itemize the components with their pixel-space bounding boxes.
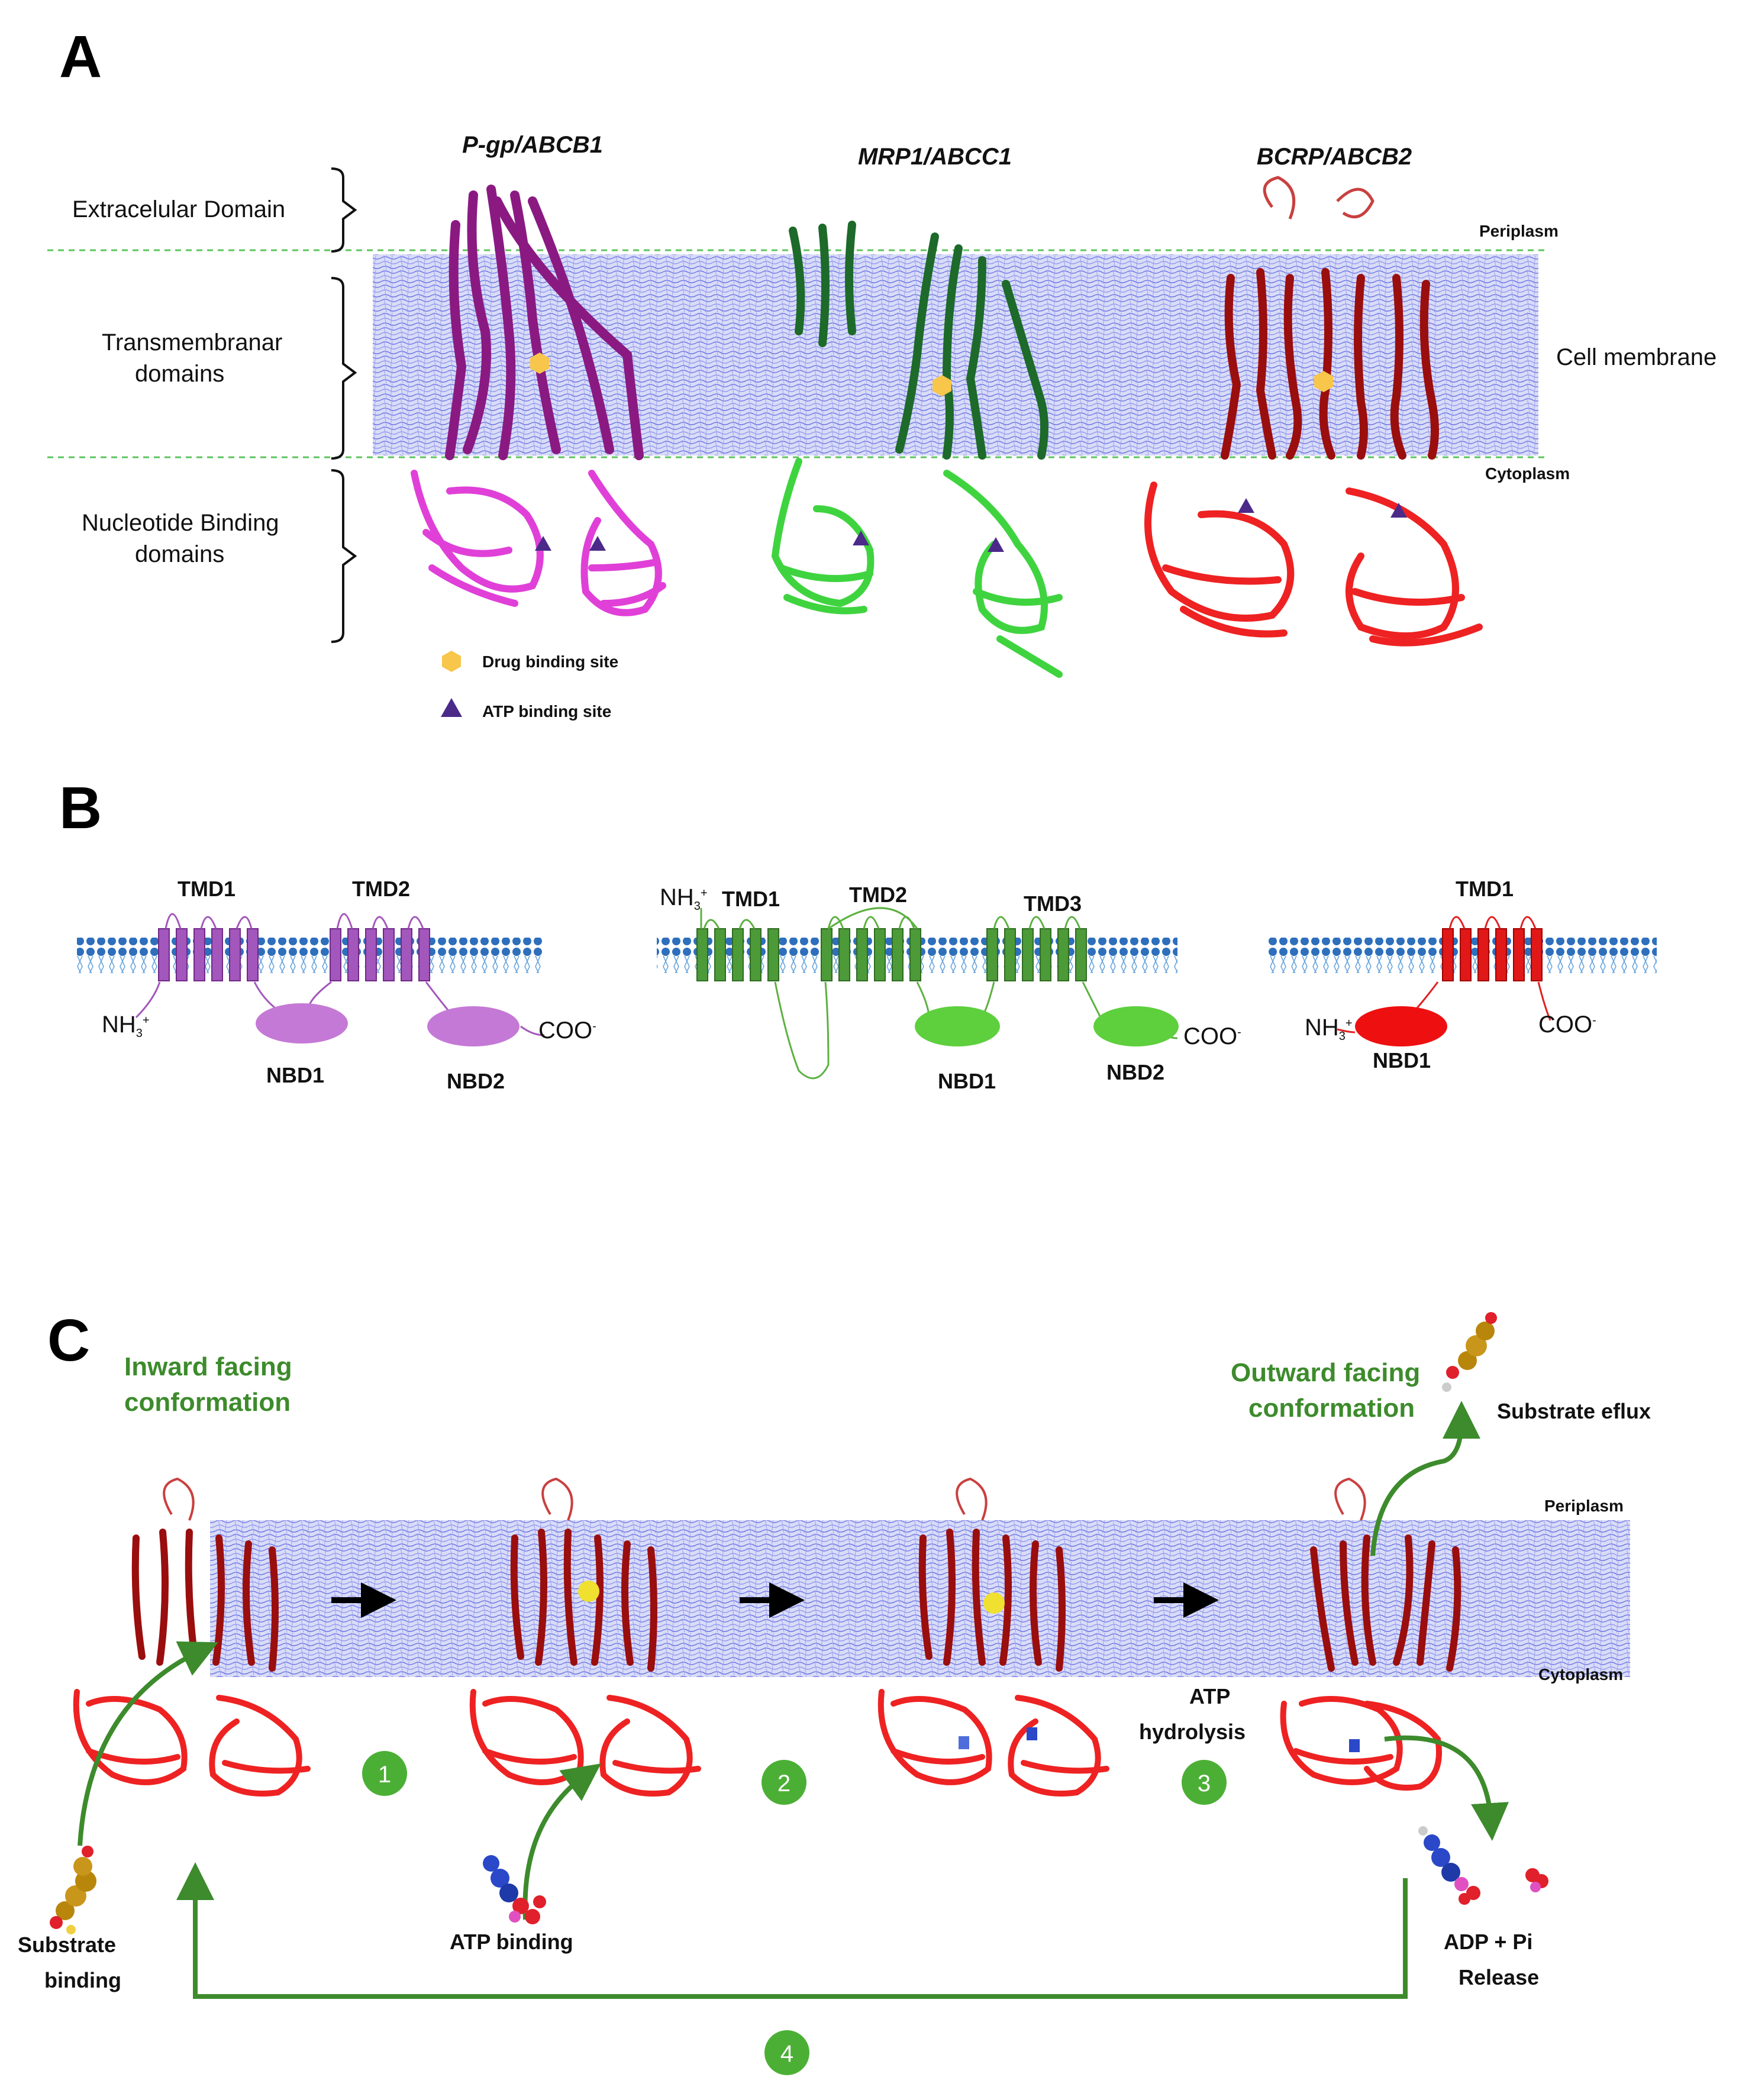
drug-site-mrp1 <box>933 375 951 396</box>
cytoplasm-label-a: Cytoplasm <box>1485 464 1570 483</box>
nbd-label-2: domains <box>135 541 224 567</box>
legend-atp-icon <box>441 698 462 717</box>
substrate-molecule-1 <box>50 1846 96 1934</box>
pgp-topology <box>77 913 545 1046</box>
substrate-state-3 <box>983 1592 1005 1614</box>
pgp-nh3: NH3+ <box>102 1012 150 1040</box>
inward-label-1: Inward facing <box>124 1352 292 1381</box>
pgp-coo: COO- <box>538 1017 596 1043</box>
pgp-nbd2: NBD2 <box>447 1069 505 1093</box>
state-3 <box>877 1477 1109 1797</box>
svg-text:2: 2 <box>777 1771 791 1797</box>
mrp1-tmd2: TMD2 <box>849 883 907 907</box>
pgp-nbd1: NBD1 <box>266 1063 324 1087</box>
pgp-tmd1: TMD1 <box>178 877 235 901</box>
bcrp-nbd1: NBD1 <box>1373 1048 1431 1072</box>
atp-state-3-2 <box>1027 1727 1037 1740</box>
cell-membrane-label: Cell membrane <box>1556 344 1716 370</box>
periplasm-label-a: Periplasm <box>1479 222 1559 240</box>
state-4 <box>1280 1477 1461 1791</box>
green-arrows <box>78 1401 1509 1999</box>
atp-site-mrp1-2 <box>988 537 1004 552</box>
pgp-tmd2: TMD2 <box>352 877 410 901</box>
step-1: 1 <box>362 1751 407 1796</box>
transmembrane-label-1: Transmembranar <box>102 329 282 356</box>
mrp1-nbd2: NBD2 <box>1106 1060 1164 1084</box>
atp-site-pgp-2 <box>589 536 606 551</box>
substrate-efflux-label: Substrate eflux <box>1497 1399 1651 1423</box>
legend-atp-label: ATP binding site <box>482 702 611 721</box>
pi-molecule <box>1525 1868 1548 1892</box>
panel-a-letter: A <box>59 24 102 90</box>
mrp1-tmd3: TMD3 <box>1024 891 1082 916</box>
atp-site-bcrp-1 <box>1238 498 1254 513</box>
pgp-structure <box>411 185 666 616</box>
mrp1-nh3: NH3+ <box>660 884 708 913</box>
periplasm-label-c: Periplasm <box>1544 1497 1624 1515</box>
inward-label-2: conformation <box>124 1388 291 1417</box>
pgp-title: P-gp/ABCB1 <box>462 132 603 158</box>
panel-c-letter: C <box>47 1307 90 1374</box>
atp-state-3-1 <box>959 1736 969 1749</box>
mrp1-coo: COO- <box>1183 1023 1241 1049</box>
bcrp-title: BCRP/ABCB2 <box>1257 144 1412 170</box>
outward-label-2: conformation <box>1248 1394 1415 1423</box>
drug-site-pgp <box>530 353 549 374</box>
panel-b-letter: B <box>59 775 102 841</box>
atp-site-pgp-1 <box>535 536 551 551</box>
atp-site-mrp1-1 <box>853 531 869 545</box>
mrp1-tmd1: TMD1 <box>722 887 780 911</box>
legend-drug-icon <box>442 651 461 672</box>
step-4: 4 <box>764 2030 809 2075</box>
adp-molecule <box>1418 1826 1480 1905</box>
state-1 <box>73 1477 311 1797</box>
mrp1-nbd1: NBD1 <box>938 1069 996 1093</box>
substrate-binding-2: binding <box>44 1968 121 1992</box>
svg-text:4: 4 <box>780 2041 793 2067</box>
substrate-binding-1: Substrate <box>18 1933 116 1957</box>
outward-label-1: Outward facing <box>1231 1358 1420 1387</box>
bcrp-coo: COO- <box>1538 1012 1596 1038</box>
atp-binding-label: ATP binding <box>450 1930 573 1954</box>
drug-site-bcrp <box>1314 371 1333 392</box>
cytoplasm-label-c: Cytoplasm <box>1538 1665 1623 1684</box>
atp-state-4 <box>1349 1739 1360 1752</box>
atp-site-bcrp-2 <box>1390 503 1407 518</box>
substrate-state-2 <box>578 1581 599 1602</box>
extracellular-label: Extracelular Domain <box>72 196 285 222</box>
step-2: 2 <box>762 1760 806 1805</box>
domain-brackets <box>331 167 357 643</box>
adp-release-1: ADP + Pi <box>1444 1930 1532 1954</box>
mrp1-structure <box>771 221 1063 678</box>
mrp1-topology <box>657 907 1179 1080</box>
state-2 <box>469 1477 701 1797</box>
transmembrane-label-2: domains <box>135 361 224 387</box>
adp-release-2: Release <box>1459 1965 1539 1989</box>
substrate-molecule-efflux <box>1442 1312 1497 1392</box>
atp-hydrolysis-2: hydrolysis <box>1139 1720 1246 1744</box>
svg-text:3: 3 <box>1198 1771 1211 1797</box>
atp-hydrolysis-1: ATP <box>1189 1684 1230 1708</box>
nbd-label-1: Nucleotide Binding <box>82 510 279 536</box>
atp-molecule-1 <box>483 1855 546 1924</box>
svg-text:1: 1 <box>378 1762 391 1788</box>
bcrp-topology <box>1266 916 1657 1046</box>
legend-drug-label: Drug binding site <box>482 652 618 671</box>
step-3: 3 <box>1182 1760 1227 1805</box>
mrp1-title: MRP1/ABCC1 <box>858 144 1012 170</box>
bcrp-tmd1: TMD1 <box>1456 877 1514 901</box>
bcrp-nh3: NH3+ <box>1305 1015 1353 1043</box>
bcrp-structure <box>1144 176 1483 647</box>
